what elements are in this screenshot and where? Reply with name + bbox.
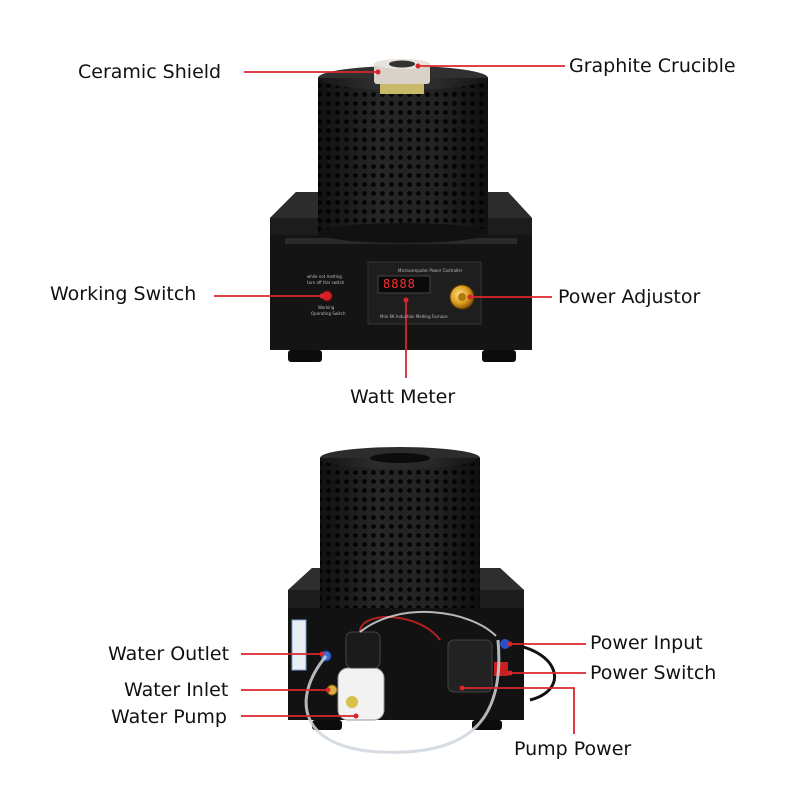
bottom-foot-left (312, 720, 342, 730)
power-cable (507, 642, 557, 702)
label-working-switch: Working Switch (50, 283, 197, 305)
top-foot-left (288, 350, 322, 362)
power-switch[interactable] (494, 662, 508, 676)
label-power-switch: Power Switch (590, 662, 717, 684)
panel-header: Microcomputer Power Controller (398, 268, 463, 273)
watt-meter-display (377, 275, 431, 294)
label-power-input: Power Input (590, 632, 703, 654)
spec-label-sticker (291, 619, 307, 671)
bottom-leader-lines (241, 641, 586, 734)
ceramic-shield (374, 64, 430, 84)
top-leader-lines (214, 63, 565, 378)
power-input-socket (500, 639, 510, 649)
water-hose (304, 639, 501, 754)
label-water-outlet: Water Outlet (108, 643, 230, 665)
label-ceramic-shield: Ceramic Shield (78, 61, 222, 83)
label-power-adjustor: Power Adjustor (558, 286, 701, 308)
switch-caption-line2: Operating Switch (311, 311, 346, 316)
switch-note-line1: while not melting (307, 274, 342, 279)
label-watt-meter: Watt Meter (350, 386, 456, 408)
bottom-furnace (288, 447, 557, 754)
label-water-pump: Water Pump (111, 706, 227, 728)
watt-meter-readout: 8888 (383, 277, 416, 291)
pump-power-adapter (447, 639, 493, 693)
label-graphite-crucible: Graphite Crucible (569, 55, 736, 77)
top-foot-right (482, 350, 516, 362)
water-pump (337, 631, 385, 721)
switch-caption-line1: Working (318, 305, 335, 310)
label-pump-power: Pump Power (514, 738, 632, 760)
panel-footer: Mini 6K Induction Melting Furnace (380, 314, 448, 319)
switch-note-line2: turn off this switch (307, 280, 345, 285)
label-water-inlet: Water Inlet (124, 679, 229, 701)
graphite-crucible (389, 60, 415, 68)
